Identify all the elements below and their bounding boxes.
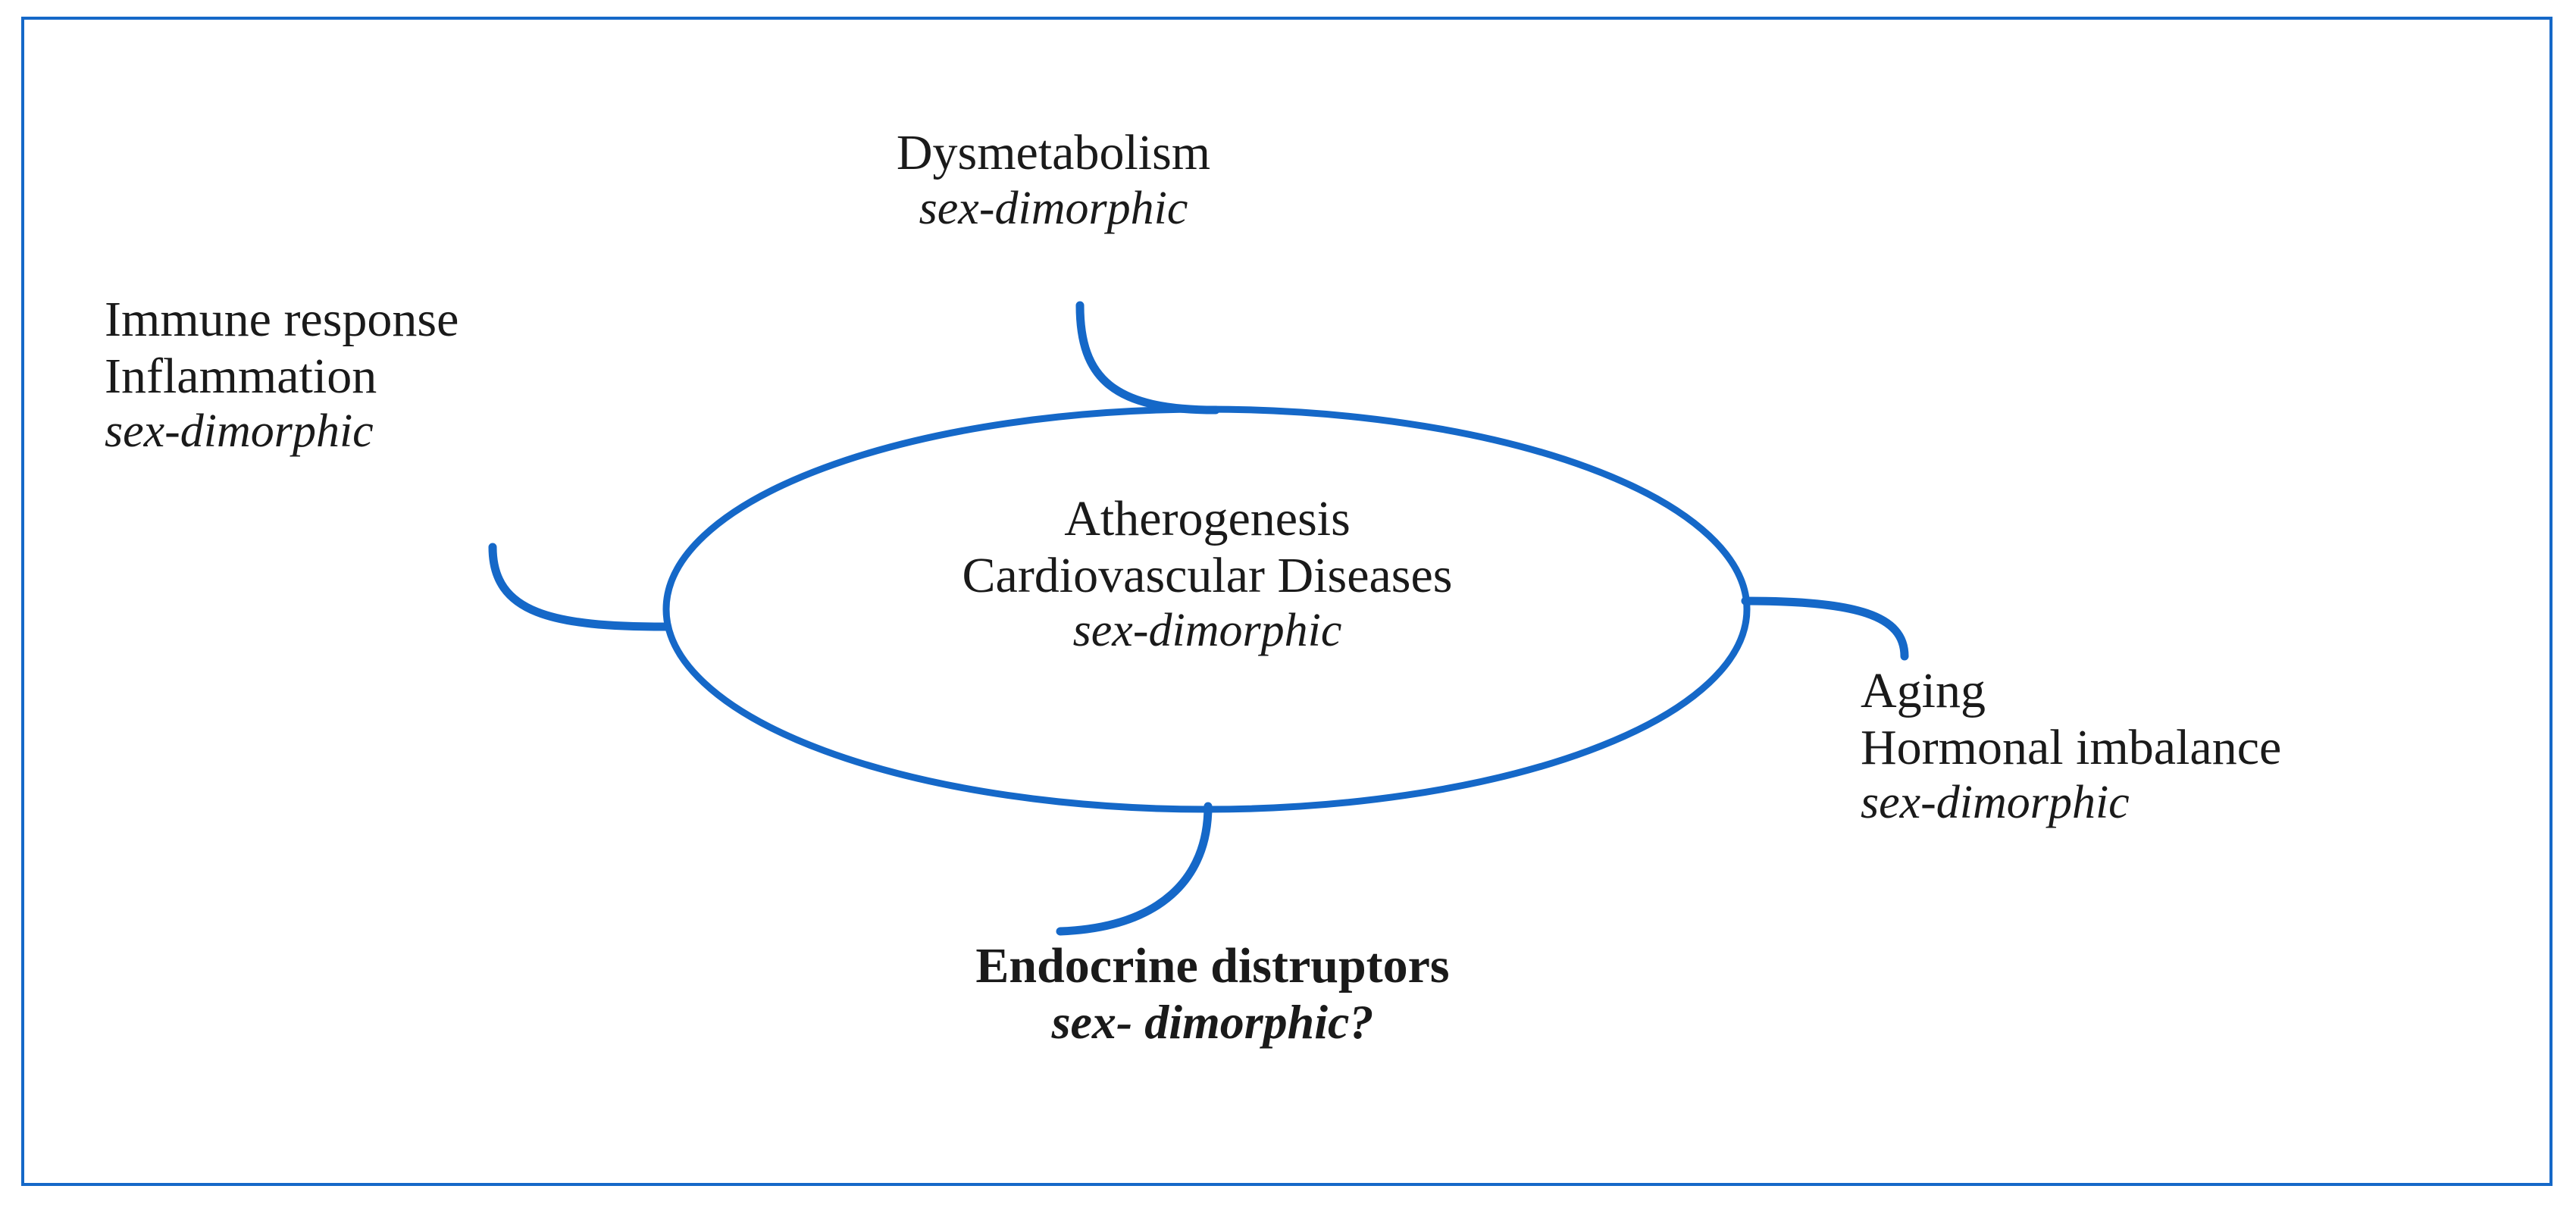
central-line-1: Atherogenesis [1064,491,1351,546]
right-node-label: Aging Hormonal imbalance sex-dimorphic [1861,663,2281,829]
left-line-3: sex-dimorphic [105,405,374,458]
figure-border [21,17,2553,1186]
left-line-1: Immune response [105,292,459,347]
left-line-2: Inflammation [105,348,377,404]
right-line-1: Aging [1861,663,1986,718]
left-node-label: Immune response Inflammation sex-dimorph… [105,292,459,458]
central-line-2: Cardiovascular Diseases [962,547,1453,603]
central-line-3: sex-dimorphic [1072,605,1342,657]
central-node-label: Atherogenesis Cardiovascular Diseases se… [667,491,1748,657]
bottom-node-label: Endocrine distruptors sex- dimorphic? [606,938,1819,1050]
bottom-line-1: Endocrine distruptors [975,938,1450,993]
right-line-3: sex-dimorphic [1861,777,2130,829]
bottom-line-2: sex- dimorphic? [1051,994,1374,1049]
top-node-label: Dysmetabolism sex-dimorphic [788,125,1319,235]
top-line-2: sex-dimorphic [919,182,1188,234]
top-line-1: Dysmetabolism [896,125,1211,180]
right-line-2: Hormonal imbalance [1861,719,2282,775]
